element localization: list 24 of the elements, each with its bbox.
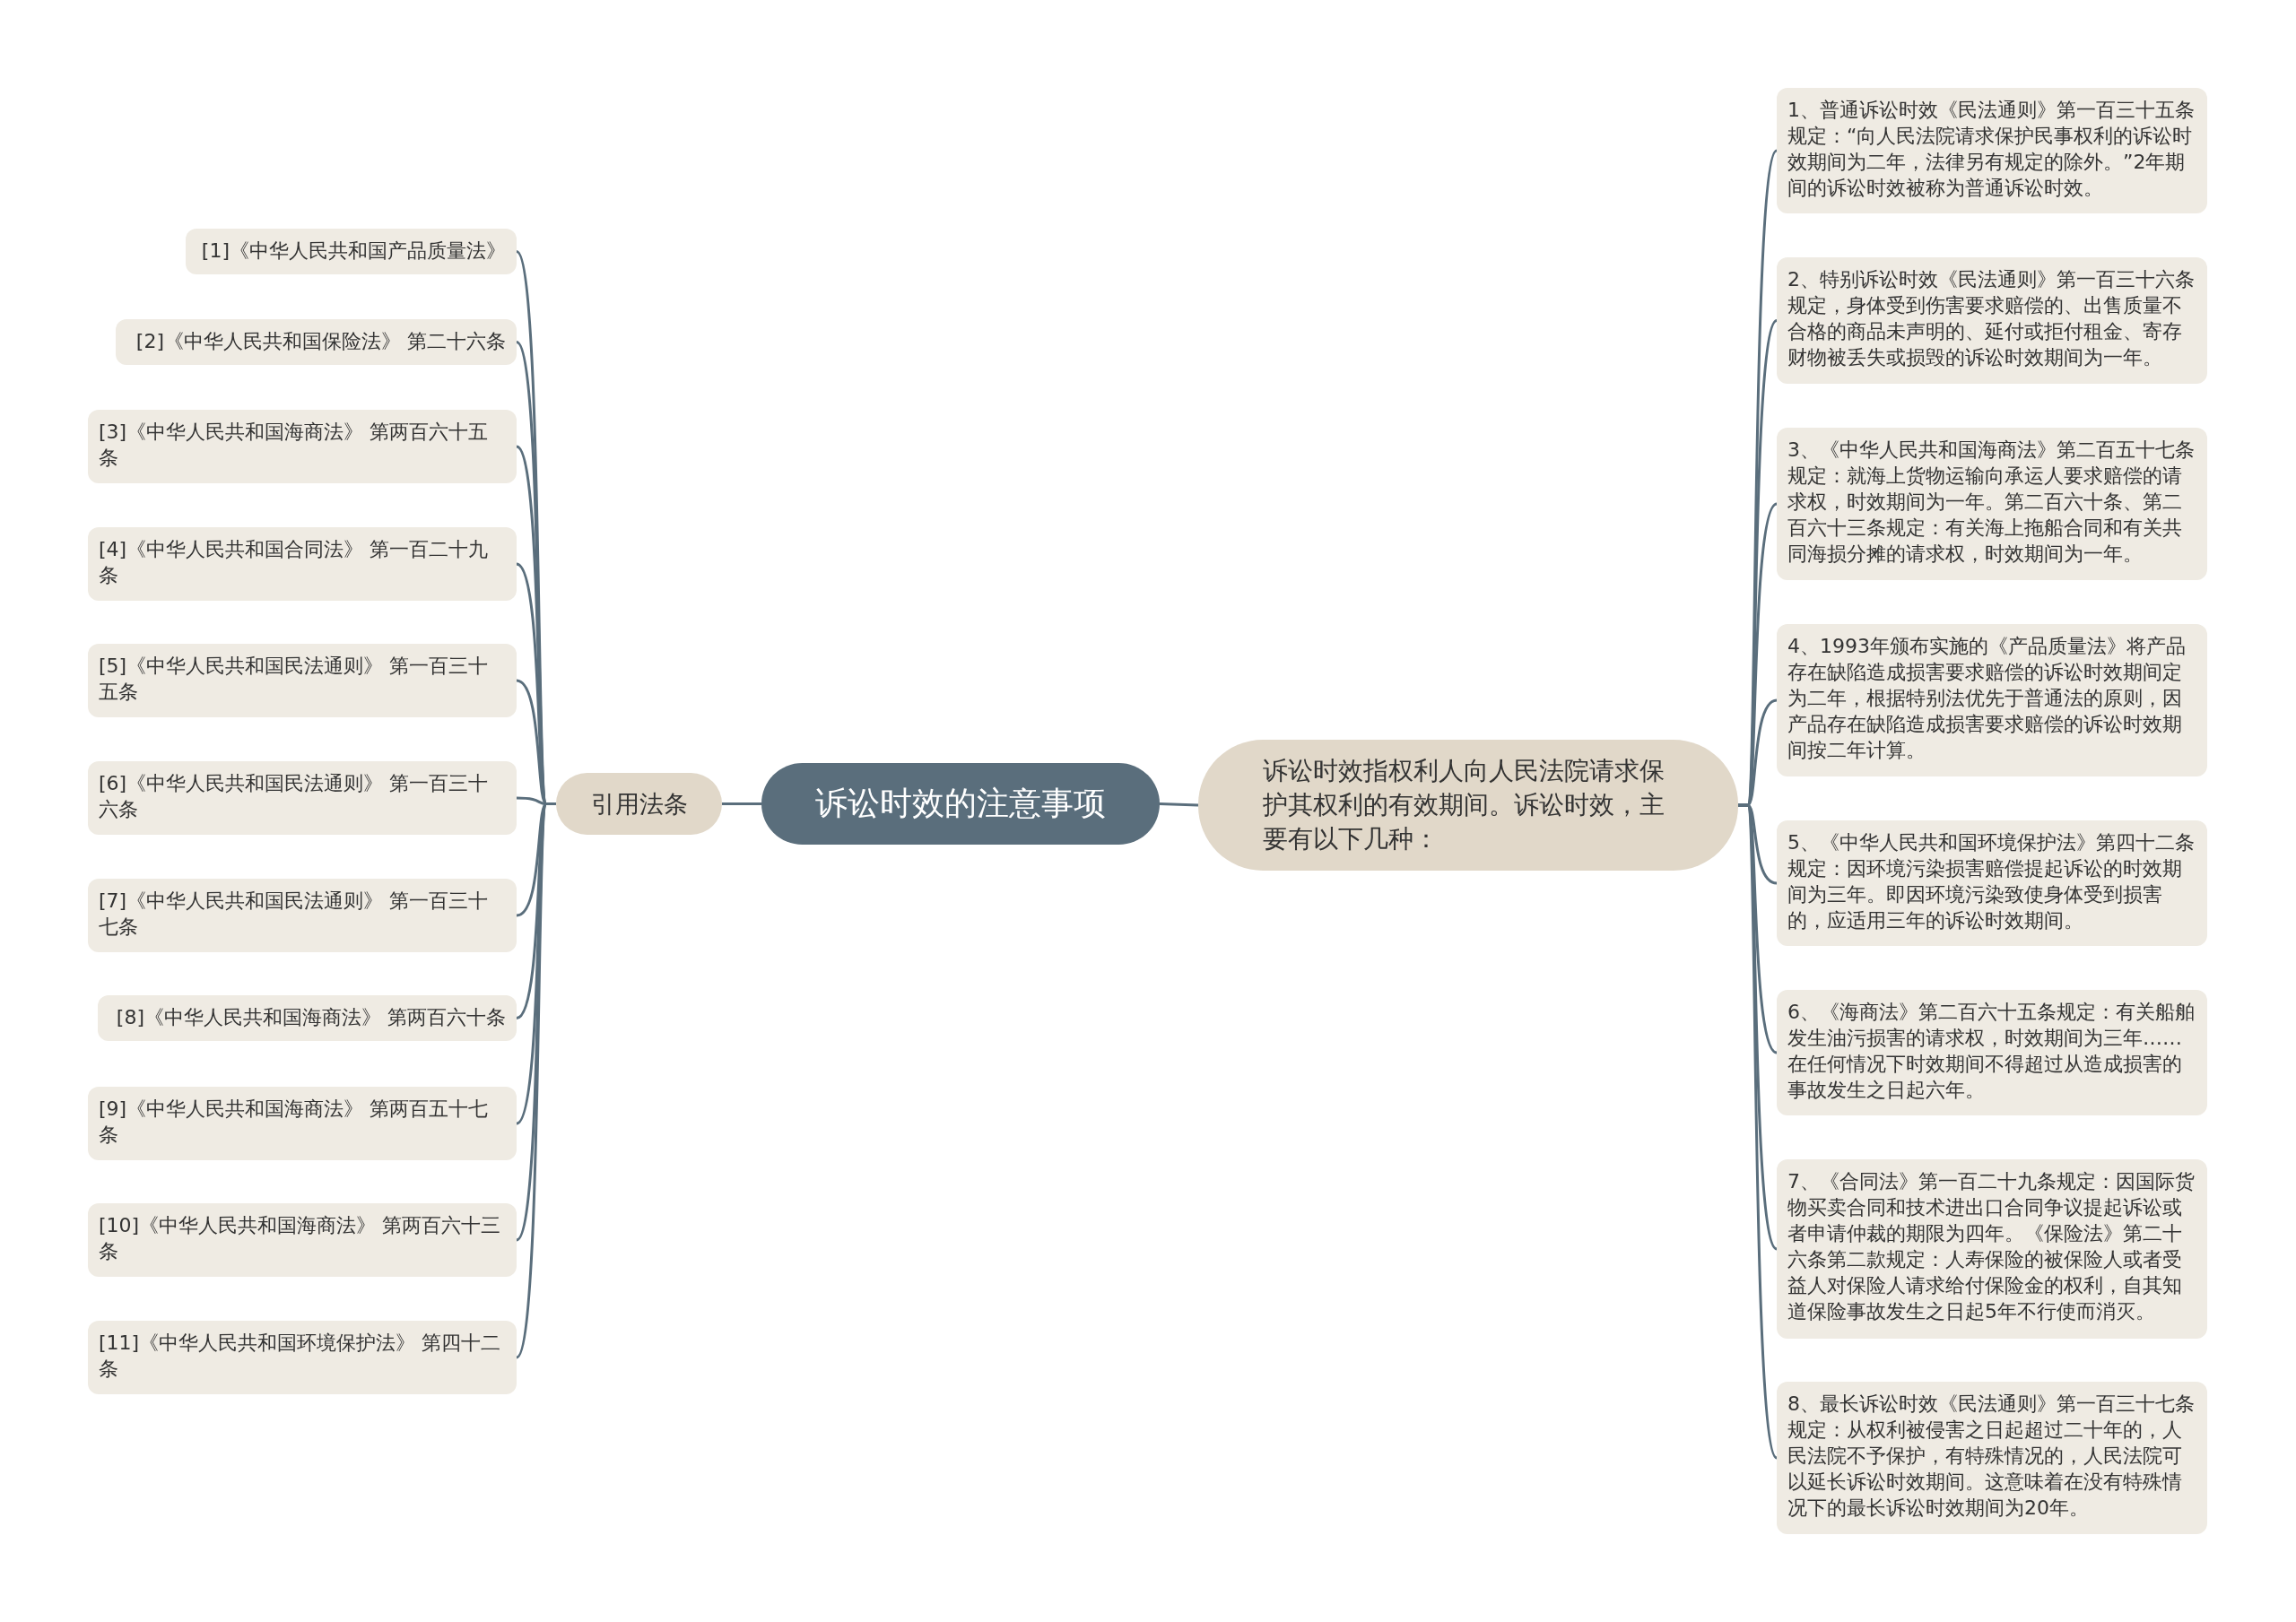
citation-box: [1]《中华人民共和国产品质量法》 bbox=[186, 229, 517, 274]
connector-line bbox=[1159, 802, 1199, 807]
topic-pill: 引用法条 bbox=[556, 773, 722, 835]
citation-box: [5]《中华人民共和国民法通则》 第一百三十五条 bbox=[88, 644, 517, 717]
citation-box: [6]《中华人民共和国民法通则》 第一百三十六条 bbox=[88, 761, 517, 835]
citation-box: [3]《中华人民共和国海商法》 第两百六十五条 bbox=[88, 410, 517, 483]
citation-box: [4]《中华人民共和国合同法》 第一百二十九条 bbox=[88, 527, 517, 601]
citation-box: [8]《中华人民共和国海商法》 第两百六十条 bbox=[98, 995, 517, 1041]
citation-box: [10]《中华人民共和国海商法》 第两百六十三条 bbox=[88, 1203, 517, 1277]
note-box: 2、特别诉讼时效《民法通则》第一百三十六条规定，身体受到伤害要求赔偿的、出售质量不合格的商品未声明的、延付或拒付租金、寄存财物被丢失或损毁的诉讼时效期间为一年。 bbox=[1777, 257, 2207, 384]
topic-pill: 诉讼时效指权利人向人民法院请求保护其权利的有效期间。诉讼时效，主要有以下几种： bbox=[1198, 740, 1738, 871]
note-box: 1、普通诉讼时效《民法通则》第一百三十五条规定：“向人民法院请求保护民事权利的诉讼时效期间为二年，法律另有规定的除外。”2年期间的诉讼时效被称为普通诉讼时效。 bbox=[1777, 88, 2207, 213]
connector-line bbox=[722, 802, 761, 805]
note-box: 4、1993年颁布实施的《产品质量法》将产品存在缺陷造成损害要求赔偿的诉讼时效期间定为二年，根据特别法优先于普通法的原则，因产品存在缺陷造成损害要求赔偿的诉讼时效期间按二年计算。 bbox=[1777, 624, 2207, 776]
note-box: 5、《中华人民共和国环境保护法》第四十二条规定：因环境污染损害赔偿提起诉讼的时效期间为三年。即因环境污染致使身体受到损害的，应适用三年的诉讼时效期间。 bbox=[1777, 820, 2207, 946]
note-box: 3、《中华人民共和国海商法》第二百五十七条规定：就海上货物运输向承运人要求赔偿的请求权，时效期间为一年。第二百六十条、第二百六十三条规定：有关海上拖船合同和有关共同海损分摊的请求权，时效期间为一年。 bbox=[1777, 428, 2207, 580]
citation-box: [9]《中华人民共和国海商法》 第两百五十七条 bbox=[88, 1087, 517, 1160]
note-box: 7、《合同法》第一百二十九条规定：因国际货物买卖合同和技术进出口合同争议提起诉讼或者申请仲裁的期限为四年。《保险法》第二十六条第二款规定：人寿保险的被保险人或者受益人对保险人请求给付保险金的权利，自其知道保险事故发生之日起5年不行使而消灭。 bbox=[1777, 1159, 2207, 1339]
note-box: 8、最长诉讼时效《民法通则》第一百三十七条规定：从权利被侵害之日起超过二十年的，人民法院不予保护，有特殊情况的，人民法院可以延长诉讼时效期间。这意味着在没有特殊情况下的最长诉讼时效期间为20年。 bbox=[1777, 1382, 2207, 1534]
citation-box: [7]《中华人民共和国民法通则》 第一百三十七条 bbox=[88, 879, 517, 952]
central-topic: 诉讼时效的注意事项 bbox=[761, 763, 1160, 845]
note-box: 6、《海商法》第二百六十五条规定：有关船舶发生油污损害的请求权，时效期间为三年……在任何情况下时效期间不得超过从造成损害的事故发生之日起六年。 bbox=[1777, 990, 2207, 1115]
citation-box: [11]《中华人民共和国环境保护法》 第四十二条 bbox=[88, 1321, 517, 1394]
citation-box: [2]《中华人民共和国保险法》 第二十六条 bbox=[116, 319, 517, 365]
